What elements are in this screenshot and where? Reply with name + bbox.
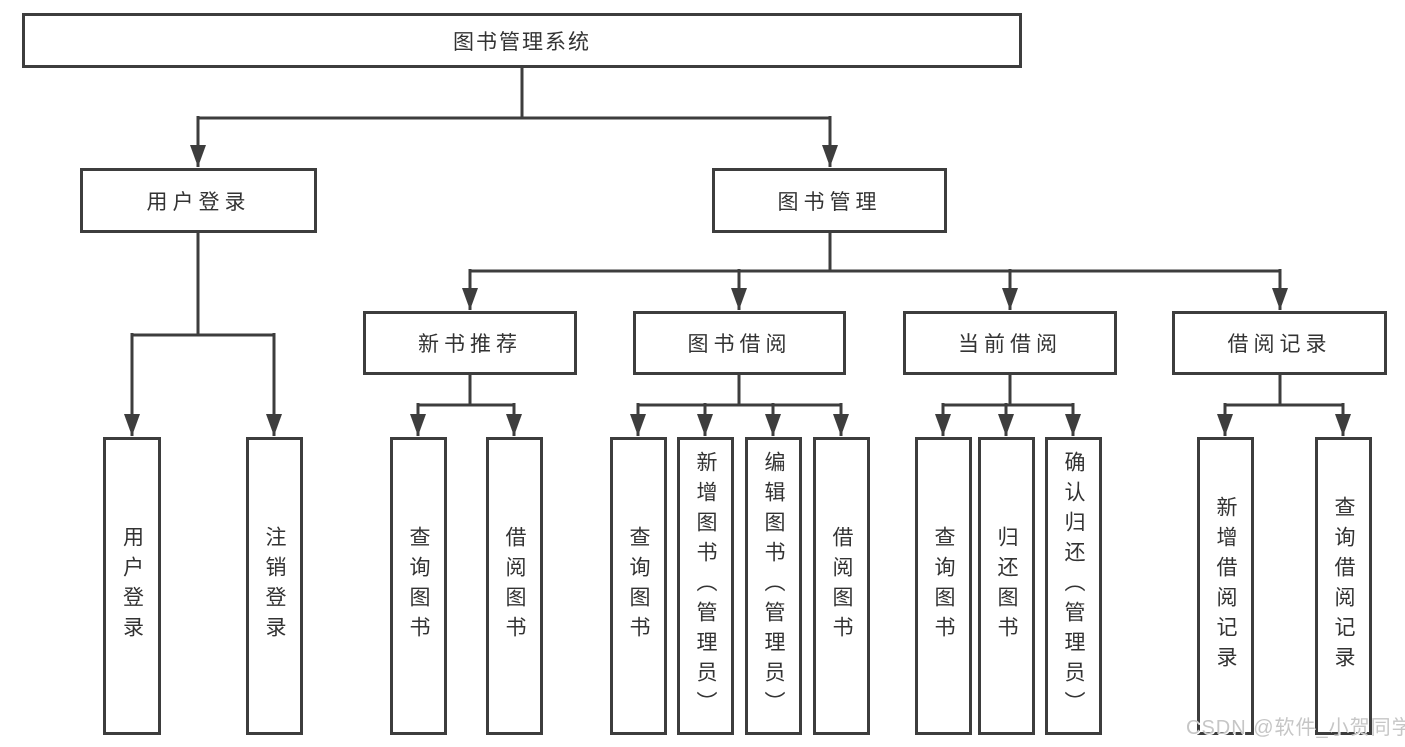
leaf-borrow-query-books: 查询图书	[610, 437, 667, 735]
node-book-management: 图书管理	[712, 168, 947, 233]
node-book-borrow: 图书借阅	[633, 311, 846, 375]
leaf-confirm-return-admin: 确认归还（管理员）	[1045, 437, 1102, 735]
leaf-logout-login: 注销登录	[246, 437, 303, 735]
leaf-borrow-books: 借阅图书	[813, 437, 870, 735]
leaf-add-borrow-record: 新增借阅记录	[1197, 437, 1254, 735]
leaf-edit-book-admin: 编辑图书（管理员）	[745, 437, 802, 735]
node-new-book-recommend: 新书推荐	[363, 311, 577, 375]
leaf-current-query-books: 查询图书	[915, 437, 972, 735]
node-current-borrow: 当前借阅	[903, 311, 1117, 375]
leaf-query-borrow-record: 查询借阅记录	[1315, 437, 1372, 735]
node-borrow-records: 借阅记录	[1172, 311, 1387, 375]
leaf-return-books: 归还图书	[978, 437, 1035, 735]
leaf-add-book-admin: 新增图书（管理员）	[677, 437, 734, 735]
leaf-recommend-borrow-books: 借阅图书	[486, 437, 543, 735]
leaf-user-login: 用户登录	[103, 437, 161, 735]
leaf-recommend-query-books: 查询图书	[390, 437, 447, 735]
csdn-watermark: CSDN @软件_小贺同学	[1186, 717, 1405, 739]
node-user-login: 用户登录	[80, 168, 317, 233]
node-library-management-system: 图书管理系统	[22, 13, 1022, 68]
